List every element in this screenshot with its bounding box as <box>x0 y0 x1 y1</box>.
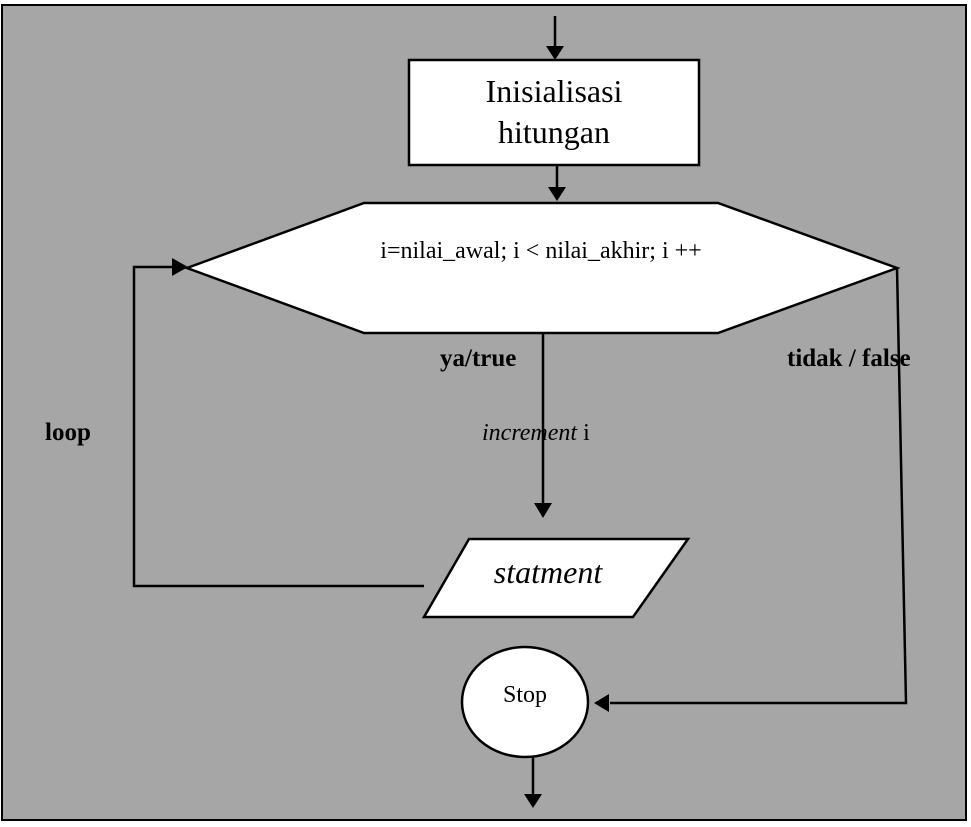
loop-label: loop <box>45 419 91 446</box>
entry-arrow-head <box>546 46 564 60</box>
true-branch-label: ya/true <box>440 345 516 372</box>
init-box-line2: hitungan <box>498 114 610 150</box>
init-box-line1: Inisialisasi <box>486 73 623 109</box>
increment-var: i <box>577 420 590 446</box>
statement-text: statment <box>494 554 604 590</box>
true-branch-arrow-head <box>534 503 552 518</box>
stop-circle <box>460 645 590 759</box>
false-branch-label: tidak / false <box>787 345 911 372</box>
false-branch-arrow-head <box>594 694 609 712</box>
init-box <box>407 58 701 167</box>
statement-parallelogram <box>421 537 691 619</box>
loop-back-arrow-head <box>172 258 188 276</box>
increment-label: increment i <box>482 420 590 446</box>
stop-text: Stop <box>503 682 547 708</box>
init-to-condition-arrow-head <box>548 187 566 201</box>
exit-arrow-head <box>524 794 542 808</box>
loop-back-line <box>132 265 424 588</box>
false-branch-line <box>610 267 908 705</box>
increment-word: increment <box>482 420 578 446</box>
condition-text: i=nilai_awal; i < nilai_akhir; i ++ <box>380 238 701 264</box>
